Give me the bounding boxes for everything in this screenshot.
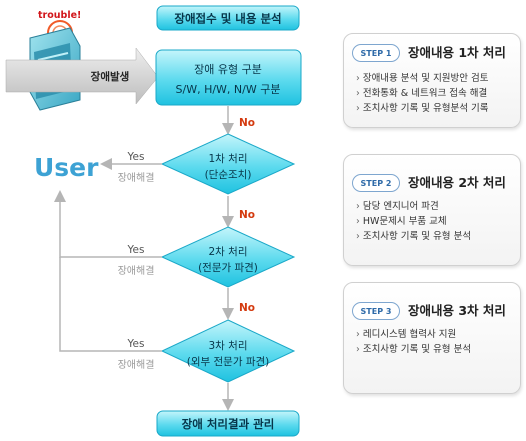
user-label: User [34, 153, 99, 182]
bottom-box: 장애 처리결과 관리 [156, 410, 300, 437]
occurrence-label: 장애발생 [91, 70, 130, 83]
step-item: 조치사항 기록 및 유형분석 기록 [356, 101, 489, 116]
step-item: 전화통화 & 네트워크 접속 해결 [356, 86, 489, 101]
yes-label: Yes [127, 244, 145, 256]
decision-1-line1: 1차 처리 [209, 153, 248, 165]
type-classification-box: 장애 유형 구분 S/W, H/W, N/W 구분 [155, 49, 302, 106]
step-item: 담당 엔지니어 파견 [356, 199, 471, 214]
step-item: 장애내용 분석 및 지원방안 검토 [356, 71, 489, 86]
resolved-label: 장애해결 [118, 171, 155, 184]
decision-1-line2: (단순조치) [205, 169, 252, 181]
step-item: 레디시스템 협력사 지원 [356, 327, 471, 342]
decision-3-line1: 3차 처리 [209, 340, 248, 352]
step-card-2-head: STEP 2 장애내용 2차 처리 [352, 174, 516, 192]
yes-path-2 [54, 190, 162, 258]
resolved-label: 장애해결 [118, 264, 155, 277]
step-badge: STEP 2 [352, 174, 400, 192]
no-label: No [239, 302, 255, 314]
step-card-1: STEP 1 장애내용 1차 처리 장애내용 분석 및 지원방안 검토 전화통화… [343, 33, 521, 128]
type-box-line1: 장애 유형 구분 [194, 63, 262, 76]
step-items: 담당 엔지니어 파견 HW문제시 부품 교체 조치사항 기록 및 유형 분석 [356, 199, 471, 244]
yes-label: Yes [127, 338, 145, 350]
yes-label: Yes [127, 151, 145, 163]
yes-path-3 [59, 257, 162, 352]
step-title: 장애내용 1차 처리 [408, 45, 506, 60]
no-label: No [239, 117, 255, 129]
resolved-label: 장애해결 [118, 358, 155, 371]
step-badge: STEP 3 [352, 302, 400, 320]
top-box: 장애접수 및 내용 분석 [156, 5, 300, 31]
trouble-label: trouble! [38, 10, 81, 21]
step-card-1-head: STEP 1 장애내용 1차 처리 [352, 44, 516, 62]
step-title: 장애내용 3차 처리 [408, 303, 506, 318]
step-card-3-head: STEP 3 장애내용 3차 처리 [352, 302, 516, 320]
step-card-3: STEP 3 장애내용 3차 처리 레디시스템 협력사 지원 조치사항 기록 및… [343, 282, 521, 394]
type-box-line2: S/W, H/W, N/W 구분 [176, 83, 281, 96]
decision-2-line2: (전문가 파견) [198, 262, 258, 274]
top-box-label: 장애접수 및 내용 분석 [174, 12, 281, 26]
step-card-2: STEP 2 장애내용 2차 처리 담당 엔지니어 파견 HW문제시 부품 교체… [343, 154, 521, 266]
decision-3-line2: (외부 전문가 파견) [187, 356, 270, 368]
decision-2-line1: 2차 처리 [209, 246, 248, 258]
step-item: 조치사항 기록 및 유형 분석 [356, 342, 471, 357]
occurrence-arrow: 장애발생 [5, 47, 159, 105]
decision-diamond-2: 2차 처리 (전문가 파견) [160, 226, 296, 288]
decision-diamond-1: 1차 처리 (단순조치) [160, 133, 296, 195]
bottom-box-label: 장애 처리결과 관리 [182, 417, 275, 431]
step-items: 레디시스템 협력사 지원 조치사항 기록 및 유형 분석 [356, 327, 471, 357]
decision-diamond-3: 3차 처리 (외부 전문가 파견) [160, 319, 296, 383]
step-title: 장애내용 2차 처리 [408, 175, 506, 190]
step-items: 장애내용 분석 및 지원방안 검토 전화통화 & 네트워크 접속 해결 조치사항… [356, 71, 489, 116]
step-item: 조치사항 기록 및 유형 분석 [356, 229, 471, 244]
no-label: No [239, 209, 255, 221]
step-badge: STEP 1 [352, 44, 400, 62]
step-item: HW문제시 부품 교체 [356, 214, 471, 229]
